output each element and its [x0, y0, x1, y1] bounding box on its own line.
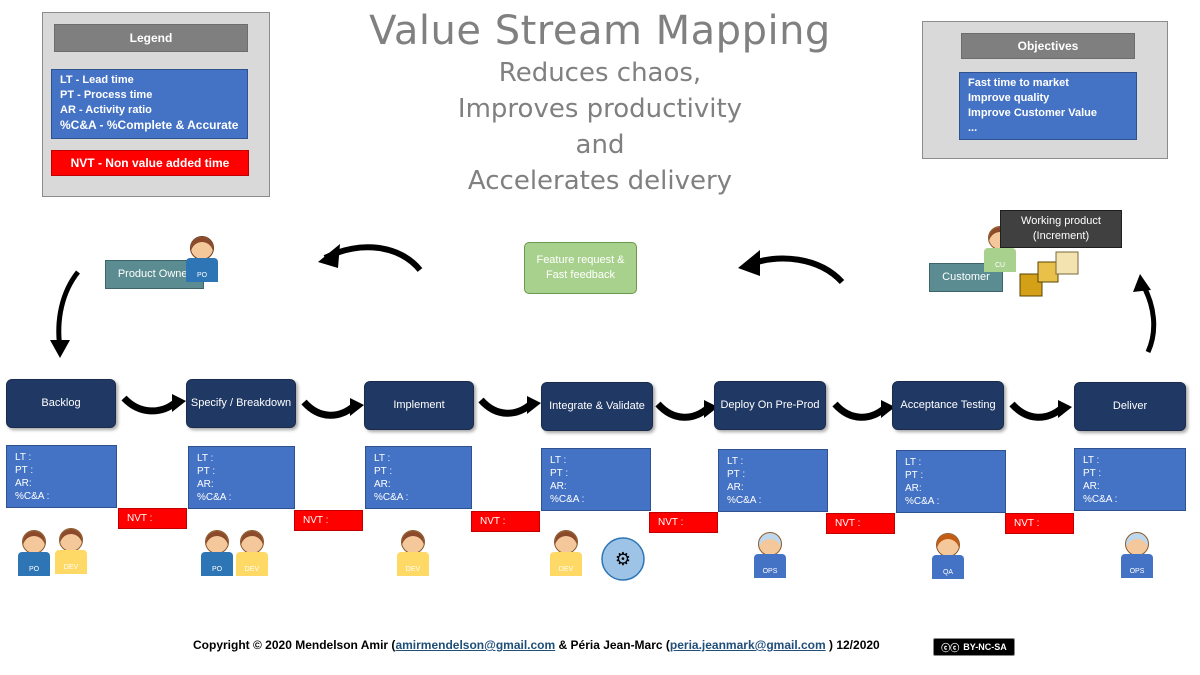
down-arrow	[56, 270, 80, 349]
dev-avatar: DEV	[236, 530, 268, 578]
metrics-box-specify: LT :PT :AR:%C&A :	[188, 446, 295, 509]
metrics-box-acceptance: LT :PT :AR:%C&A :	[896, 450, 1006, 513]
nvt-box-3: NVT :	[471, 511, 540, 532]
down-arrow-head	[50, 340, 70, 358]
po-avatar: PO	[201, 530, 233, 578]
legend-item: LT - Lead time	[60, 74, 134, 86]
metrics-box-deploy: LT :PT :AR:%C&A :	[718, 449, 828, 512]
feature-request-box: Feature request & Fast feedback	[524, 242, 637, 294]
ops-avatar: OPS	[1121, 532, 1153, 580]
page-title: Value Stream Mapping	[369, 8, 831, 54]
legend-nvt: NVT - Non value added time	[51, 150, 249, 176]
qa-avatar: QA	[932, 533, 964, 581]
subtitle-line-2: Improves productivity	[457, 94, 743, 124]
step-deploy: Deploy On Pre-Prod	[714, 381, 826, 430]
dev-avatar: DEV	[55, 528, 87, 576]
step-acceptance: Acceptance Testing	[892, 381, 1004, 430]
copyright-footer: Copyright © 2020 Mendelson Amir (amirmen…	[193, 638, 880, 652]
objective-item: ...	[968, 122, 978, 134]
dev-avatar: DEV	[397, 530, 429, 578]
working-product-box: Working product (Increment)	[1000, 210, 1122, 248]
step-backlog: Backlog	[6, 379, 116, 428]
nvt-box-2: NVT :	[294, 510, 363, 531]
legend-panel: Legend LT - Lead time PT - Process time …	[42, 12, 270, 197]
metrics-box-integrate: LT :PT :AR:%C&A :	[541, 448, 651, 511]
up-arrow-head	[1133, 274, 1151, 292]
po-avatar: PO	[186, 236, 218, 284]
dev-avatar: DEV	[550, 530, 582, 578]
metrics-box-deliver: LT :PT :AR:%C&A :	[1074, 448, 1186, 511]
ops-avatar: OPS	[754, 532, 786, 580]
objectives-header: Objectives	[961, 33, 1135, 59]
return-arrow-middle-head	[738, 250, 760, 276]
nvt-box-6: NVT :	[1005, 513, 1074, 534]
gears-icon: ⚙	[601, 537, 645, 581]
customer-box: Customer	[929, 263, 1003, 292]
step-integrate: Integrate & Validate	[541, 382, 653, 431]
subtitle-line-1: Reduces chaos,	[498, 58, 702, 88]
svg-text:⚙: ⚙	[615, 549, 631, 570]
objectives-list: Fast time to market Improve quality Impr…	[959, 72, 1137, 140]
legend-list: LT - Lead time PT - Process time AR - Ac…	[51, 69, 248, 139]
step-deliver: Deliver	[1074, 382, 1186, 431]
step-specify: Specify / Breakdown	[186, 379, 296, 428]
legend-item: %C&A - %Complete & Accurate	[60, 118, 239, 132]
nvt-box-5: NVT :	[826, 513, 895, 534]
product-owner-box: Product Owner	[105, 260, 204, 289]
po-avatar: PO	[18, 530, 50, 578]
objectives-panel: Objectives Fast time to market Improve q…	[922, 21, 1168, 159]
up-arrow	[1140, 283, 1157, 354]
legend-item: PT - Process time	[60, 89, 153, 101]
legend-item: AR - Activity ratio	[60, 104, 152, 116]
subtitle-line-4: Accelerates delivery	[467, 166, 733, 196]
nvt-box-4: NVT :	[649, 512, 718, 533]
step-implement: Implement	[364, 381, 474, 430]
legend-header: Legend	[54, 24, 248, 52]
objective-item: Improve quality	[968, 92, 1050, 104]
objective-item: Improve Customer Value	[968, 107, 1097, 119]
increment-cubes-icon	[1019, 251, 1079, 297]
objective-item: Fast time to market	[968, 77, 1069, 89]
email-link-1[interactable]: amirmendelson@gmail.com	[395, 638, 556, 652]
metrics-box-implement: LT :PT :AR:%C&A :	[365, 446, 472, 509]
metrics-box-backlog: LT :PT :AR:%C&A :	[6, 445, 117, 508]
step-arrows	[121, 394, 1072, 421]
subtitle-line-3: and	[575, 130, 625, 160]
nvt-box-1: NVT :	[118, 508, 187, 529]
email-link-2[interactable]: peria.jeanmark@gmail.com	[669, 638, 826, 652]
return-arrow-left-head	[318, 244, 340, 268]
